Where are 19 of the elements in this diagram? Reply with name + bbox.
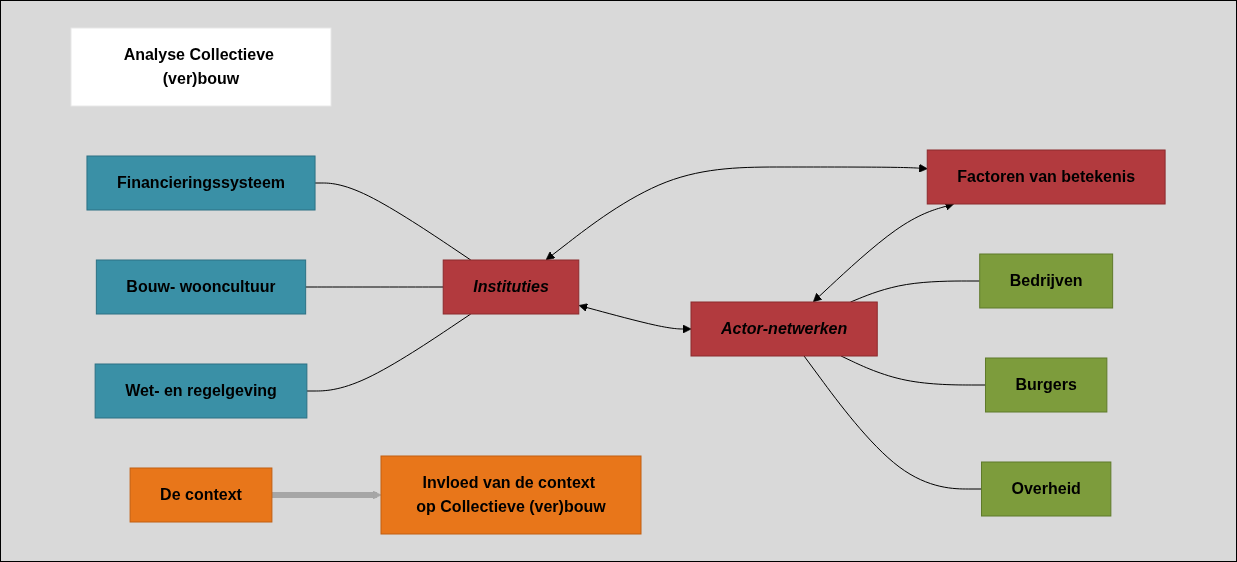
arrow	[579, 303, 692, 334]
connector	[841, 355, 987, 386]
arrow	[546, 163, 929, 261]
arrow	[272, 490, 382, 500]
node-box: Analyse Collectieve (ver)bouw	[70, 27, 332, 107]
node-box: Bedrijven	[979, 253, 1114, 309]
node-box: Burgers	[985, 357, 1108, 413]
connector	[850, 280, 981, 303]
node-box: Actor-netwerken	[690, 301, 879, 357]
connector	[315, 182, 472, 261]
node-box: Invloed van de context op Collectieve (ver)bouw	[380, 455, 642, 535]
node-box: Overheid	[981, 461, 1112, 517]
node-box: Factoren van betekenis	[927, 149, 1167, 205]
node-box: Bouw- wooncultuur	[96, 259, 307, 315]
node-box: Instituties	[443, 259, 580, 315]
connector	[804, 355, 983, 490]
node-box: De context	[130, 467, 273, 523]
node-box: Financieringssysteem	[86, 155, 316, 211]
node-box: Wet- en regelgeving	[95, 363, 308, 419]
